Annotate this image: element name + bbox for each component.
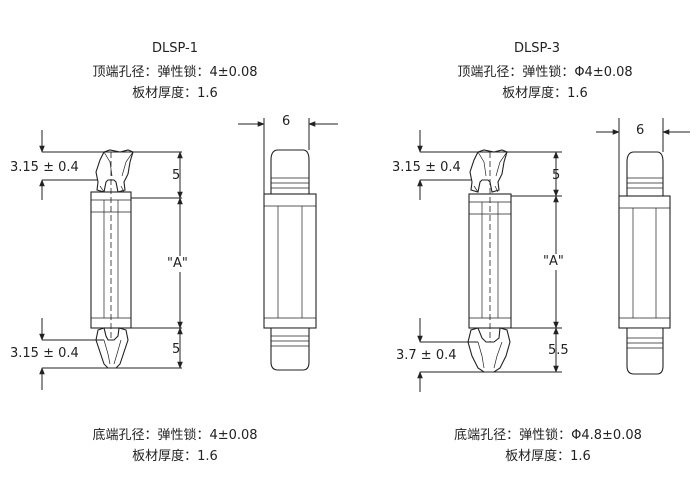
right-bottom-spec: 底端孔径：弹性锁：Φ4.8±0.08 [454, 428, 642, 443]
left-dim-bottom-len: 5 [172, 342, 181, 357]
right-dimensions [417, 130, 562, 392]
left-side-view [238, 118, 338, 371]
left-front-view [90, 149, 134, 369]
left-dim-bottom-lock: 3.15 ± 0.4 [10, 346, 79, 361]
right-dim-top-lock: 3.15 ± 0.4 [392, 160, 461, 175]
left-dim-top-lock: 3.15 ± 0.4 [10, 160, 79, 175]
left-top-spec: 顶端孔径：弹性锁：4±0.08 [92, 65, 258, 80]
left-top-thickness: 板材厚度：1.6 [132, 86, 218, 101]
left-bottom-thickness: 板材厚度：1.6 [132, 449, 218, 464]
right-side-view [596, 118, 690, 375]
left-dim-width: 6 [282, 114, 291, 129]
left-dimensions [39, 130, 183, 390]
right-top-thickness: 板材厚度：1.6 [502, 86, 588, 101]
left-bottom-spec: 底端孔径：弹性锁：4±0.08 [92, 428, 258, 443]
left-title: DLSP-1 [151, 41, 199, 56]
right-front-view [467, 149, 512, 373]
right-top-spec: 顶端孔径：弹性锁：Φ4±0.08 [457, 65, 633, 80]
right-dim-bottom-lock: 3.7 ± 0.4 [396, 348, 457, 363]
right-dim-bottom-len: 5.5 [548, 343, 569, 358]
right-title: DLSP-3 [513, 41, 561, 56]
right-dim-width: 6 [636, 123, 645, 138]
left-dim-top-len: 5 [172, 168, 181, 183]
right-dim-body: "A" [541, 254, 566, 270]
right-bottom-thickness: 板材厚度：1.6 [505, 449, 591, 464]
right-dim-top-len: 5 [552, 168, 561, 183]
left-dim-body: "A" [165, 256, 190, 272]
